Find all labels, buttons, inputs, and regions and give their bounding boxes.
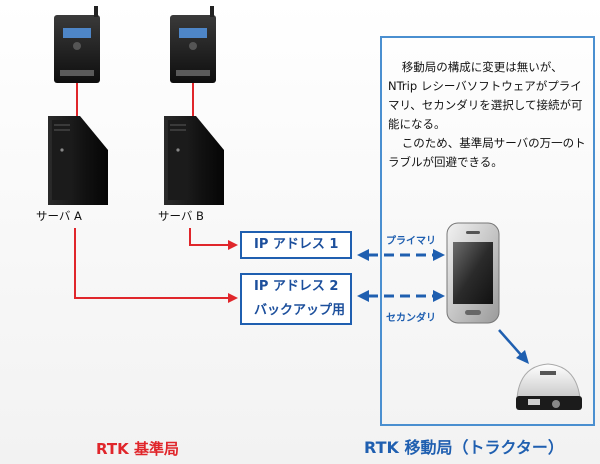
link-server-b-ip1 bbox=[189, 228, 229, 246]
gnss-antenna-icon bbox=[516, 363, 582, 410]
explanation-line-2: このため、基準局サーバの万一のトラブルが回避できる。 bbox=[388, 136, 586, 169]
secondary-link-label: セカンダリ bbox=[386, 313, 436, 324]
explanation-line-1: 移動局の構成に変更は無いが、NTrip レシーバソフトウェアがプライマリ、セカン… bbox=[388, 60, 583, 131]
server-b-icon bbox=[164, 116, 224, 205]
smartphone-icon bbox=[446, 222, 500, 324]
server-a-label: サーバ A bbox=[36, 209, 82, 223]
primary-link-label: プライマリ bbox=[386, 236, 436, 247]
explanation-note: 移動局の構成に変更は無いが、NTrip レシーバソフトウェアがプライマリ、セカン… bbox=[388, 58, 588, 172]
link-phone-antenna bbox=[498, 329, 523, 357]
gnss-receiver-a-icon bbox=[54, 6, 100, 83]
arrowhead-ip2-icon bbox=[228, 293, 238, 303]
ip-address-2-label: IP アドレス 2 bbox=[254, 279, 339, 294]
arrow-secondary-left-icon bbox=[357, 290, 369, 302]
ip-address-2-box: IP アドレス 2 バックアップ用 bbox=[240, 273, 352, 325]
arrowhead-ip1-icon bbox=[228, 240, 238, 250]
server-a-icon bbox=[48, 116, 108, 205]
ip-address-1-box: IP アドレス 1 bbox=[240, 231, 352, 259]
ip-address-2-backup-label: バックアップ用 bbox=[254, 303, 346, 318]
gnss-receiver-b-icon bbox=[170, 6, 216, 83]
rover-title: RTK 移動局（トラクター） bbox=[364, 438, 564, 457]
rover-panel-border bbox=[380, 36, 595, 426]
base-station-title: RTK 基準局 bbox=[96, 440, 179, 458]
arrow-primary-right-icon bbox=[433, 249, 445, 261]
server-b-label: サーバ B bbox=[158, 209, 204, 223]
arrow-primary-left-icon bbox=[357, 249, 369, 261]
link-server-a-ip2 bbox=[74, 228, 229, 299]
arrow-antenna-icon bbox=[516, 350, 529, 364]
ip-address-1-label: IP アドレス 1 bbox=[254, 237, 339, 252]
arrow-secondary-right-icon bbox=[433, 290, 445, 302]
